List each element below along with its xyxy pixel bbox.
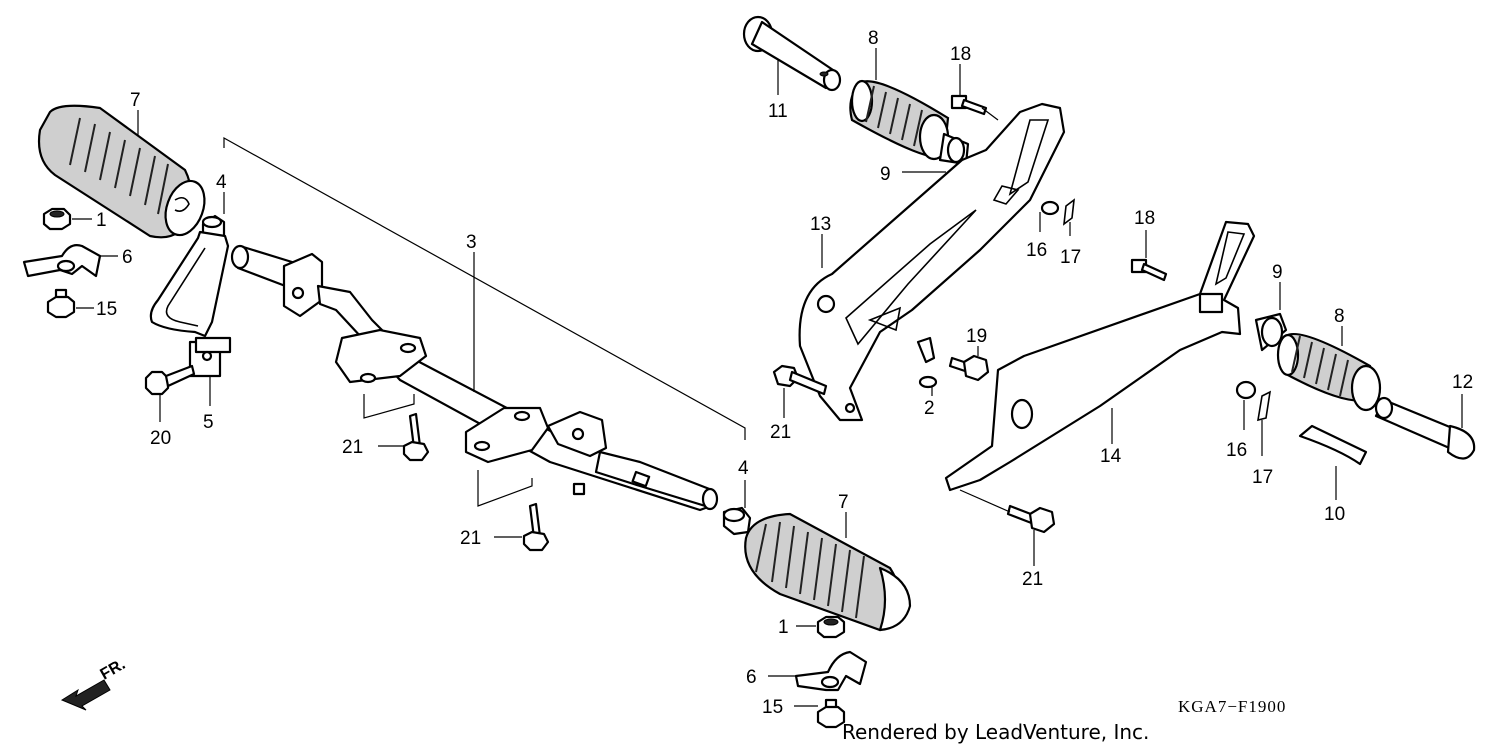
bolt-21-d xyxy=(1006,504,1056,534)
clip-2 xyxy=(916,336,938,389)
step-bar-main xyxy=(230,244,719,512)
direction-label: FR. xyxy=(98,656,129,684)
label-1: 1 xyxy=(778,617,789,638)
bolt-20 xyxy=(144,364,196,396)
label-21: 21 xyxy=(1022,569,1043,590)
label-19: 19 xyxy=(966,326,987,347)
label-21: 21 xyxy=(770,422,791,443)
label-21: 21 xyxy=(342,437,363,458)
part-labels: 7 4 1 6 15 5 20 3 21 21 4 7 1 6 15 11 8 … xyxy=(96,28,1473,718)
footpeg-pin-upper xyxy=(742,15,842,92)
collar-lower xyxy=(1254,312,1288,352)
label-6: 6 xyxy=(746,667,757,688)
label-4: 4 xyxy=(216,172,227,193)
label-7: 7 xyxy=(838,492,849,513)
pin-cover xyxy=(1298,424,1368,466)
bolt-lower xyxy=(816,698,846,729)
label-10: 10 xyxy=(1324,504,1345,525)
footpeg-lower xyxy=(1276,332,1382,412)
cotter-pin-17-upper xyxy=(1063,198,1075,226)
label-16: 16 xyxy=(1026,240,1047,261)
hanger-bracket xyxy=(149,230,232,378)
washer-16-upper xyxy=(1040,200,1060,216)
bolt-18-upper xyxy=(950,94,988,116)
bolt-18-lower xyxy=(1130,258,1168,282)
front-direction-arrow-icon: FR. xyxy=(60,656,129,711)
label-16: 16 xyxy=(1226,440,1247,461)
label-15: 15 xyxy=(96,299,117,320)
label-2: 2 xyxy=(924,398,935,419)
cotter-pin-17-lower xyxy=(1257,390,1272,422)
bolt-upper xyxy=(46,288,76,319)
plug-cap-lower xyxy=(722,506,752,536)
label-5: 5 xyxy=(203,412,214,433)
washer-16-lower xyxy=(1235,380,1257,400)
bolt-21-a xyxy=(402,412,430,462)
label-7: 7 xyxy=(130,90,141,111)
credit-text: Rendered by LeadVenture, Inc. xyxy=(842,720,1149,744)
clamp-lower xyxy=(794,650,868,692)
label-9: 9 xyxy=(880,164,891,185)
label-21: 21 xyxy=(460,528,481,549)
step-arm xyxy=(944,220,1256,492)
footpeg-upper xyxy=(849,79,950,161)
leader-lines xyxy=(72,48,1463,707)
footpeg-rubber-left xyxy=(37,104,206,239)
nut-lower xyxy=(816,615,846,639)
label-1: 1 xyxy=(96,210,107,231)
bolt-21-b xyxy=(522,502,550,552)
label-4: 4 xyxy=(738,458,749,479)
label-20: 20 xyxy=(150,428,171,449)
label-17: 17 xyxy=(1252,467,1273,488)
footpeg-rubber-lower xyxy=(744,512,912,632)
label-11: 11 xyxy=(768,101,788,122)
label-8: 8 xyxy=(1334,306,1345,327)
diagram-code: KGA7−F1900 xyxy=(1178,697,1286,716)
label-6: 6 xyxy=(122,247,133,268)
step-holder-bracket xyxy=(798,102,1066,422)
label-8: 8 xyxy=(868,28,879,49)
label-9: 9 xyxy=(1272,262,1283,283)
label-18: 18 xyxy=(1134,208,1155,229)
collar-upper xyxy=(938,132,970,166)
bolt-19 xyxy=(948,354,990,382)
label-13: 13 xyxy=(810,214,831,235)
nut-upper xyxy=(42,207,72,231)
label-14: 14 xyxy=(1100,446,1122,467)
label-18: 18 xyxy=(950,44,971,65)
label-15: 15 xyxy=(762,697,783,718)
label-3: 3 xyxy=(466,232,477,253)
footpeg-pin-lower xyxy=(1374,396,1476,460)
bolt-21-c xyxy=(772,364,828,396)
label-12: 12 xyxy=(1452,372,1473,393)
reference-lines xyxy=(223,136,746,440)
clamp-upper xyxy=(22,244,102,278)
label-17: 17 xyxy=(1060,247,1081,268)
